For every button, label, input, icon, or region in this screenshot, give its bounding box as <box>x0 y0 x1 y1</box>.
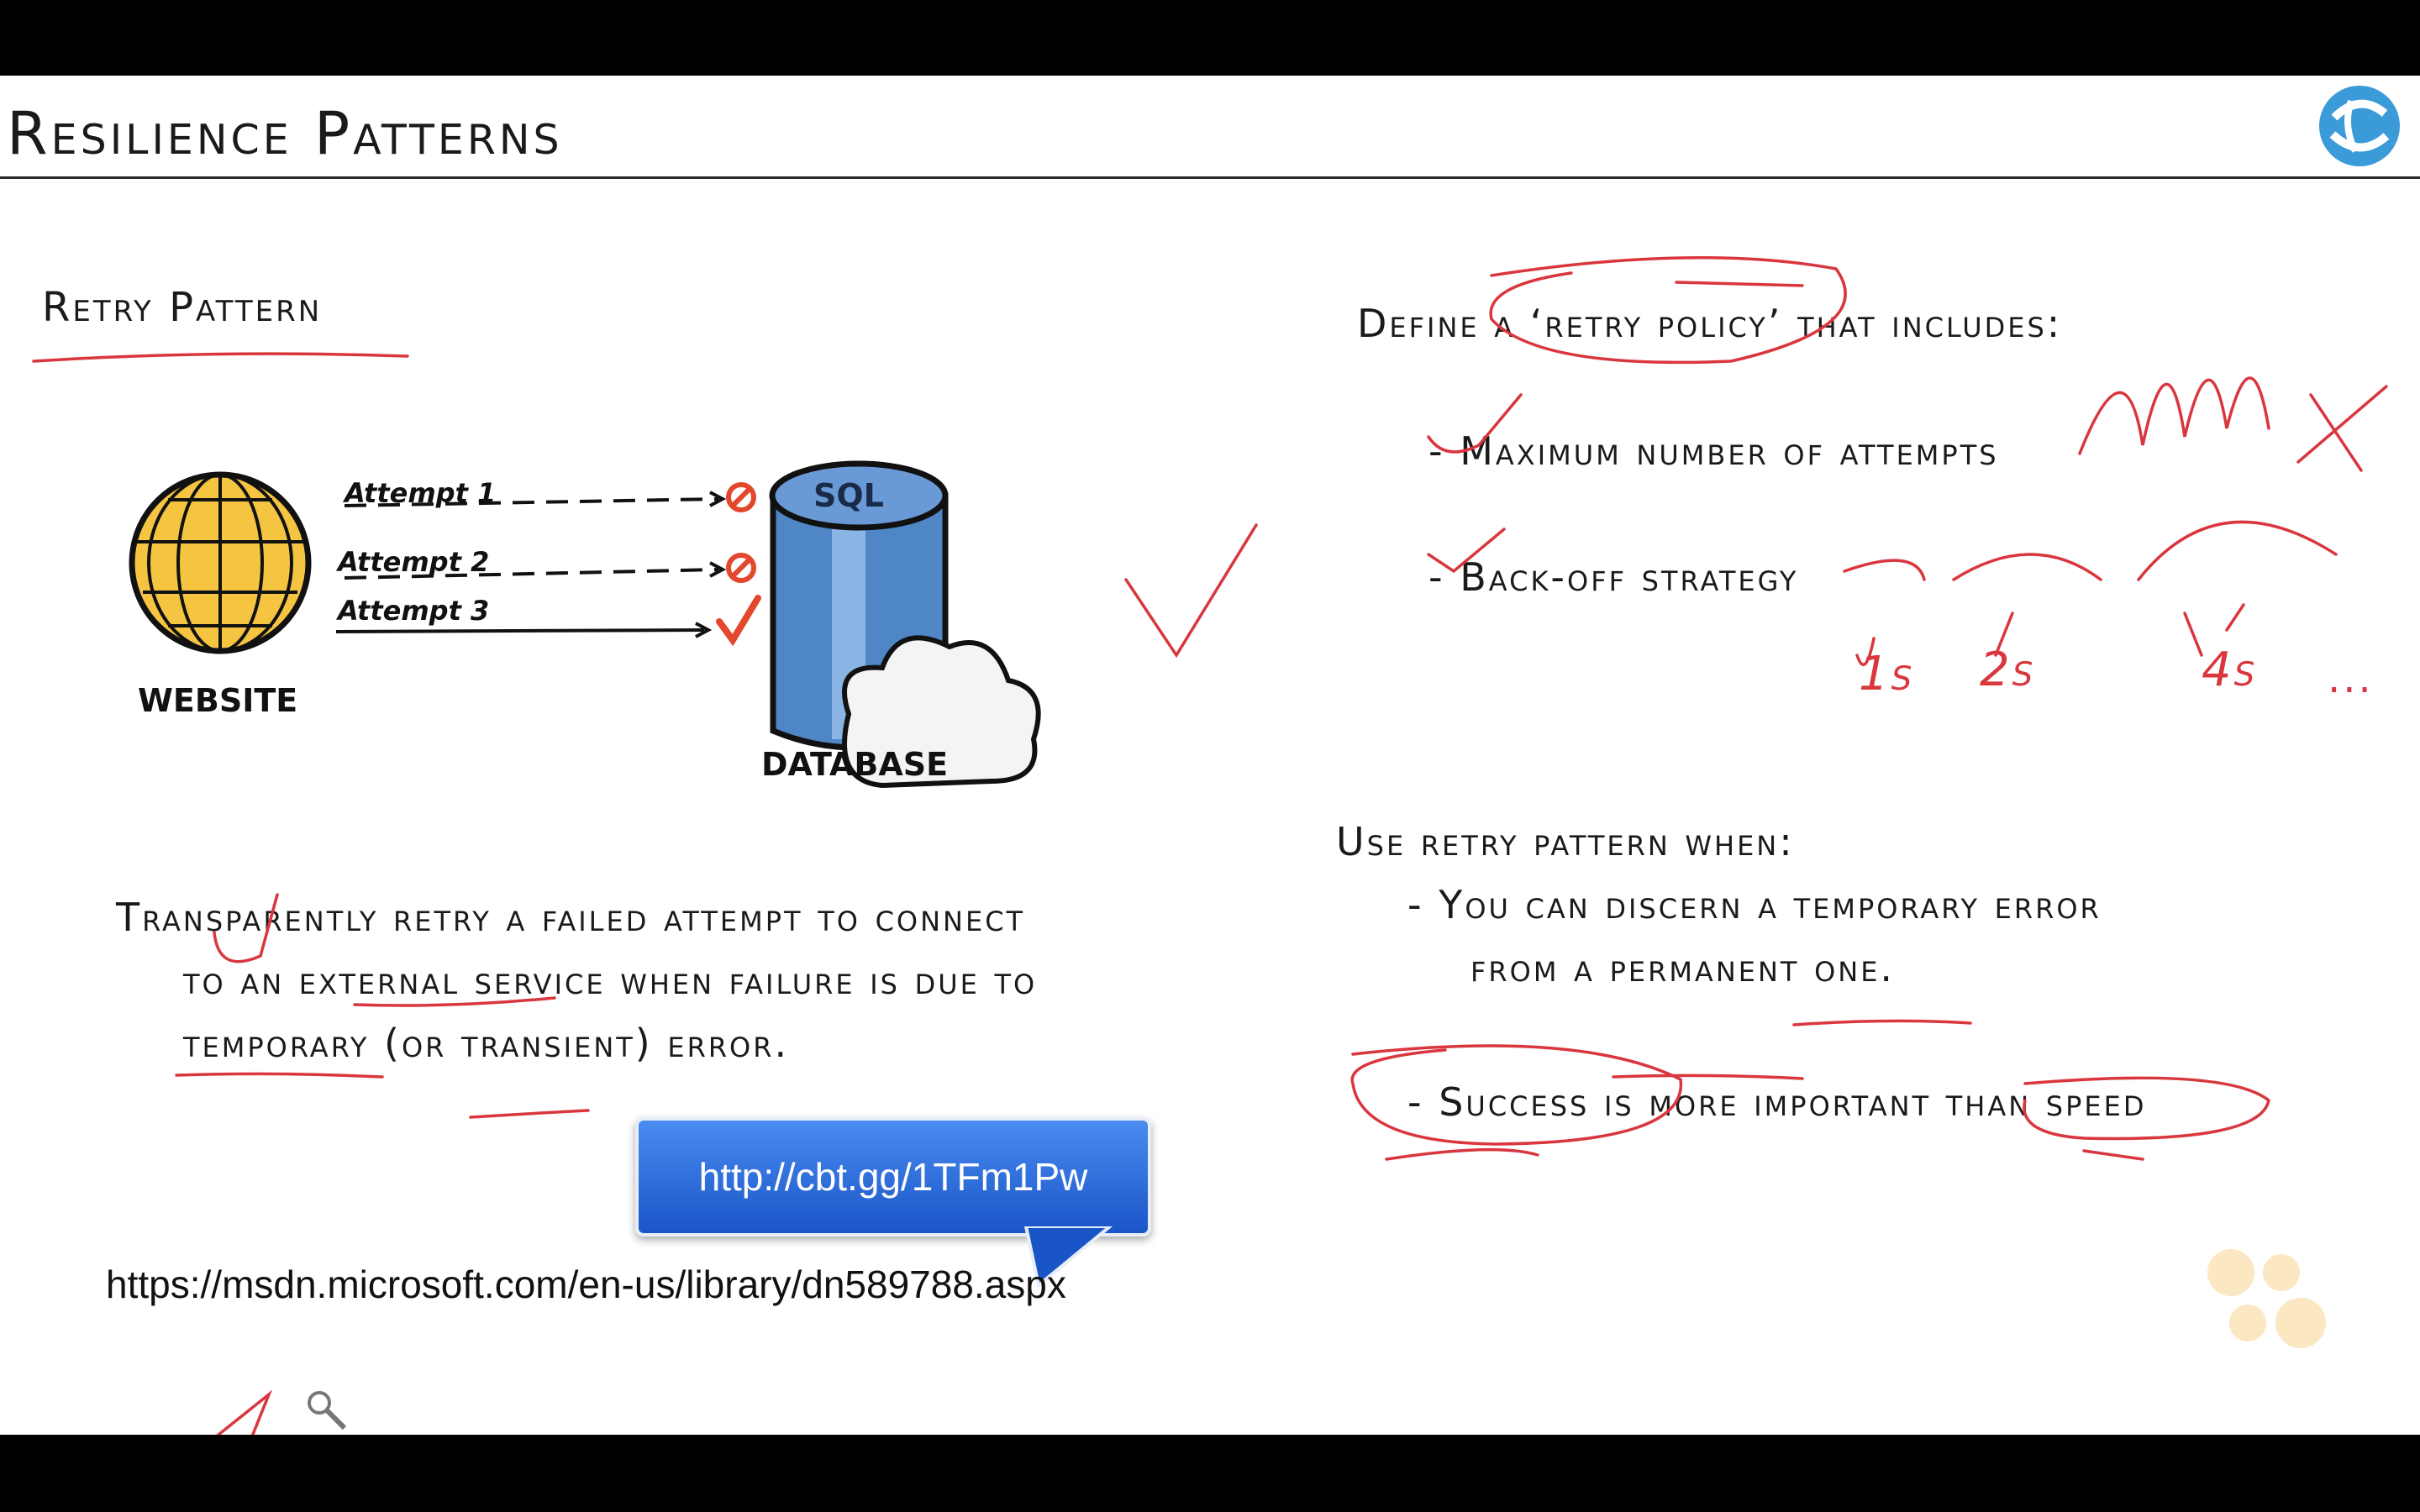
msdn-link[interactable]: https://msdn.microsoft.com/en-us/library… <box>106 1263 1066 1306</box>
database-icon <box>769 460 1041 789</box>
when-item-success: - Success is more important than speed <box>1407 1079 2147 1125</box>
when-heading: Use retry pattern when: <box>1336 819 1795 864</box>
title-divider <box>0 176 2420 179</box>
retry-diagram <box>129 460 1041 789</box>
magnifier-cursor-icon <box>308 1391 347 1431</box>
callout-tail-icon <box>1023 1226 1113 1289</box>
ink-annotations <box>32 256 2388 1435</box>
attempt-1-label: Attempt 1 <box>345 477 497 509</box>
section-title: Retry Pattern <box>42 284 323 331</box>
slide: Resilience Patterns Retry Pattern <box>0 76 2420 1435</box>
policy-item-backoff: - Back-off strategy <box>1428 554 1799 600</box>
attempt-2-label: Attempt 2 <box>338 546 490 578</box>
short-url-button[interactable]: http://cbt.gg/1TFm1Pw <box>635 1117 1151 1236</box>
database-label: DATABASE <box>761 746 949 783</box>
attempt-3-label: Attempt 3 <box>338 595 490 627</box>
description-line-3: temporary (or transient) error. <box>183 1021 790 1066</box>
policy-item-attempts: - Maximum number of attempts <box>1428 428 1999 474</box>
website-label: WEBSITE <box>138 682 298 719</box>
cbt-logo-icon <box>2319 86 2400 166</box>
description-line-2: to an external service when failure is d… <box>183 958 1038 1003</box>
slide-title: Resilience Patterns <box>7 99 563 168</box>
globe-icon <box>129 471 312 654</box>
attempt-2-arrow <box>344 553 756 583</box>
backoff-more: ... <box>2328 655 2374 702</box>
attempt-3-arrow <box>335 595 761 647</box>
backoff-2s: 2s <box>1980 643 2036 697</box>
when-item-discern-cont: from a permanent one. <box>1470 945 1896 990</box>
watermark-icon <box>2207 1249 2326 1348</box>
policy-heading: Define a ‘retry policy’ that includes: <box>1357 301 2063 346</box>
backoff-4s: 4s <box>2202 643 2258 697</box>
attempt-1-arrow <box>344 482 756 512</box>
backoff-1s: 1s <box>1859 647 1915 701</box>
when-item-discern: - You can discern a temporary error <box>1407 882 2102 927</box>
db-tag-label: SQL <box>813 477 884 514</box>
